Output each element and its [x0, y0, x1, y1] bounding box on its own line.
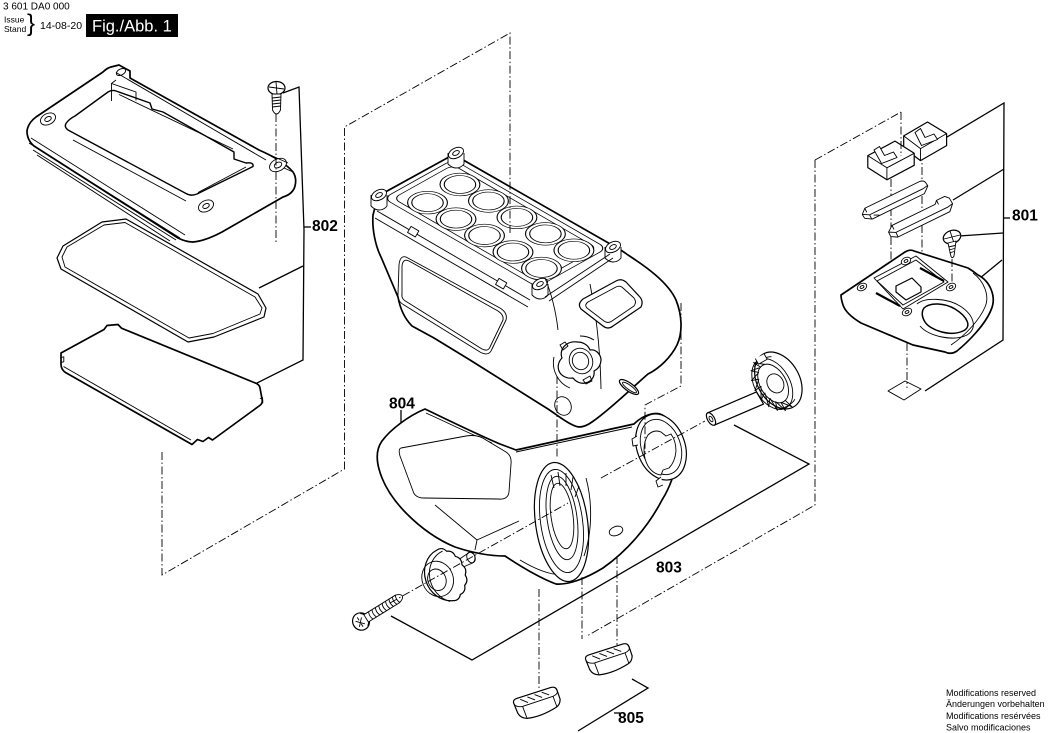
svg-text:803: 803 [656, 560, 682, 577]
svg-text:801: 801 [1012, 208, 1038, 225]
svg-text:805: 805 [618, 710, 644, 727]
svg-text:Stand: Stand [4, 24, 26, 34]
svg-text:14-08-20: 14-08-20 [40, 20, 82, 32]
svg-text:Fig./Abb. 1: Fig./Abb. 1 [92, 18, 172, 36]
svg-text:3 601 DA0 000: 3 601 DA0 000 [3, 2, 70, 13]
svg-text:Salvo modificaciones: Salvo modificaciones [946, 723, 1031, 733]
svg-text:Modifications reserved: Modifications reserved [946, 688, 1036, 698]
svg-text:}: } [27, 10, 35, 37]
svg-text:802: 802 [312, 218, 338, 235]
svg-text:Änderungen vorbehalten: Änderungen vorbehalten [946, 699, 1045, 709]
svg-text:804: 804 [389, 396, 415, 413]
svg-text:Modifications resérvées: Modifications resérvées [946, 711, 1041, 721]
svg-text:Issue: Issue [4, 15, 25, 25]
